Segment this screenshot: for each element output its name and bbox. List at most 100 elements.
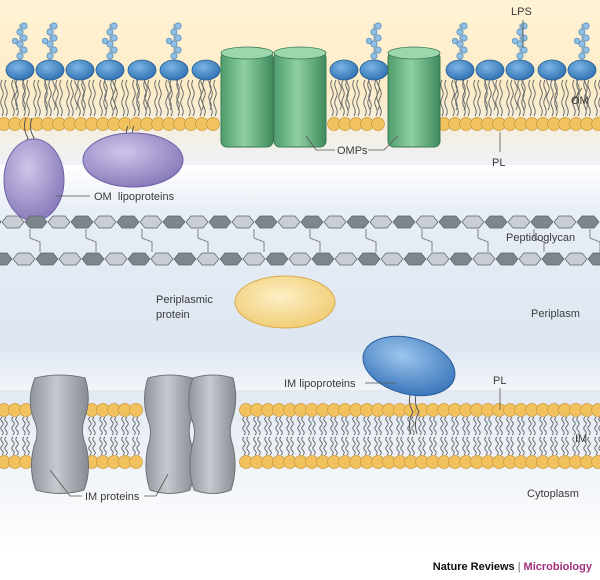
lps-head [567,59,597,81]
im-lipoprotein-group [362,335,456,435]
im-protein-group [29,374,237,494]
glycan-unit [104,252,128,266]
label-periplasmic-protein-1: Periplasmic [156,294,213,306]
glycan-unit [553,215,577,229]
label-im: IM [575,433,587,445]
phospholipid-head [591,403,600,417]
label-lps: LPS [511,6,532,18]
glycan-unit [173,252,197,266]
peptide-crosslink [533,229,545,252]
phospholipid-head [591,117,600,131]
label-pl-outer: PL [492,157,505,169]
lps-head [5,59,35,81]
glycan-unit [587,252,600,266]
om-lipoprotein-left [3,138,65,222]
glycan-unit [392,215,416,229]
glycan-unit [24,215,48,229]
label-om-lipoproteins: OM lipoproteins [94,191,175,203]
glycan-unit [12,252,36,266]
lps-head [159,59,189,81]
lps-o-antigen [165,22,182,60]
glycan-unit [564,252,588,266]
glycan-unit [70,215,94,229]
glycan-unit [461,215,485,229]
lps-head [65,59,95,81]
glycan-unit [300,215,324,229]
lps-o-antigen [11,22,28,60]
leader-lines [49,20,583,497]
journal-credit: Nature Reviews|Microbiology [0,561,592,573]
glycan-unit [58,252,82,266]
glycan-unit [219,252,243,266]
glycan-unit [380,252,404,266]
im-protein-right [188,374,237,494]
phospholipid-head [206,117,220,131]
glycan-unit [277,215,301,229]
lps-head [445,59,475,81]
glycan-unit [449,252,473,266]
phospholipid-head [129,455,143,469]
label-periplasm: Periplasm [531,308,580,320]
lps-head [505,59,535,81]
glycan-unit [438,215,462,229]
glycan-unit [208,215,232,229]
lps-head [191,59,221,81]
glycan-unit [541,252,565,266]
lps-head [359,59,389,81]
label-peptidoglycan: Peptidoglycan [506,232,575,244]
lps-head [329,59,359,81]
label-im-proteins: IM proteins [85,491,140,503]
label-im-lipoproteins: IM lipoproteins [284,378,356,390]
peptide-crosslink [309,229,321,252]
glycan-unit [484,215,508,229]
glycan-unit [35,252,59,266]
peptide-crosslink [477,229,489,252]
glycan-unit [576,215,600,229]
glycan-unit [369,215,393,229]
peptide-crosslink [253,229,265,252]
lps-head [537,59,567,81]
glycan-unit [265,252,289,266]
glycan-unit [346,215,370,229]
glycan-unit [495,252,519,266]
glycan-unit [403,252,427,266]
glycan-unit [0,220,2,224]
glycan-unit [311,252,335,266]
glycan-unit [530,215,554,229]
im-protein-left [29,374,90,494]
omp-group [220,46,441,148]
glycan-unit [196,252,220,266]
outer-membrane-bilayer [0,79,600,131]
label-om: OM [571,95,589,107]
glycan-unit [518,252,542,266]
label-omps: OMPs [337,145,368,157]
lps-o-antigen [365,22,382,60]
glycan-unit [242,252,266,266]
im-lipoprotein [362,335,456,397]
lps-o-antigen [451,22,468,60]
glycan-unit [162,215,186,229]
om-lipoprotein-group [3,117,184,222]
glycan-unit [1,215,25,229]
peptide-crosslink [197,229,209,252]
lps-o-antigen [101,22,118,60]
inner-membrane-bilayer [0,403,600,469]
glycan-unit [150,252,174,266]
peptide-crosslink [421,229,433,252]
lps-o-antigen [573,22,590,60]
glycan-unit [334,252,358,266]
phospholipid-head [371,117,385,131]
peptidoglycan-layer [0,215,600,266]
glycan-unit [288,252,312,266]
label-pl-inner: PL [493,375,506,387]
lps-head [127,59,157,81]
glycan-unit [127,252,151,266]
lps-o-antigen [511,22,528,60]
lps-o-antigen [41,22,58,60]
glycan-unit [93,215,117,229]
omp-barrel [273,46,327,148]
peptide-crosslink [29,229,41,252]
phospholipid-head [129,403,143,417]
glycan-unit [47,215,71,229]
